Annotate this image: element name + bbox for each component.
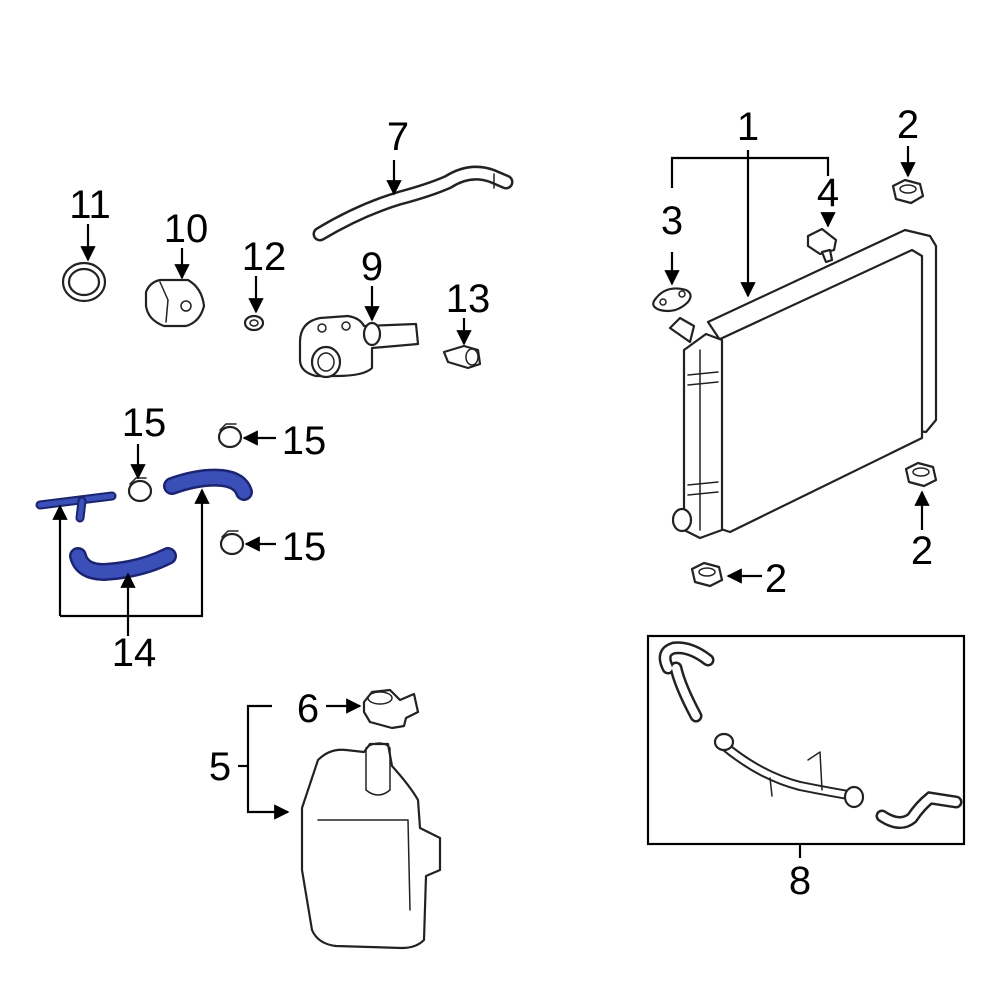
callout-13: 13 xyxy=(446,277,491,321)
callout-2-right: 2 xyxy=(911,529,933,573)
flange-gasket[interactable] xyxy=(652,287,692,313)
callout-15-top: 15 xyxy=(282,419,327,463)
clamp-top[interactable] xyxy=(217,423,243,449)
callout-9: 9 xyxy=(361,245,383,289)
callout-4: 4 xyxy=(817,171,839,215)
radiator[interactable] xyxy=(668,228,938,540)
nut-top[interactable] xyxy=(891,178,925,205)
nut-bottom[interactable] xyxy=(690,561,724,588)
callout-1: 1 xyxy=(737,105,759,149)
callout-7: 7 xyxy=(387,115,409,159)
reservoir-cap[interactable] xyxy=(362,688,420,730)
callout-11: 11 xyxy=(69,183,111,227)
o-ring[interactable] xyxy=(61,261,107,303)
clamp-left[interactable] xyxy=(127,477,153,503)
callout-2-top: 2 xyxy=(897,103,919,147)
callout-15-bottom: 15 xyxy=(282,525,327,569)
callout-14: 14 xyxy=(112,631,157,675)
callout-2-bottom: 2 xyxy=(765,557,787,601)
callout-3: 3 xyxy=(661,199,683,243)
callout-6: 6 xyxy=(297,687,319,731)
callout-12: 12 xyxy=(242,235,287,279)
callout-15-left: 15 xyxy=(122,401,167,445)
hose-kit[interactable] xyxy=(646,634,966,846)
coolant-reservoir[interactable] xyxy=(300,742,442,950)
callout-8: 8 xyxy=(789,859,811,903)
temperature-sensor[interactable] xyxy=(442,344,482,370)
heater-hose-upper[interactable] xyxy=(163,468,253,501)
thermostat-housing[interactable] xyxy=(298,314,420,379)
drain-valve[interactable] xyxy=(806,227,838,264)
upper-hose[interactable] xyxy=(312,165,514,242)
callout-10: 10 xyxy=(164,207,209,251)
callout-labels: 1 2 2 2 3 4 5 6 7 8 9 10 11 12 13 14 15 … xyxy=(69,103,933,903)
washer[interactable] xyxy=(243,314,265,332)
heater-hose-lower[interactable] xyxy=(69,547,177,581)
clamp-bottom[interactable] xyxy=(219,530,245,556)
thermostat[interactable] xyxy=(144,278,206,328)
heater-tee-hose[interactable] xyxy=(35,491,117,523)
leader-lines xyxy=(52,146,930,858)
callout-5: 5 xyxy=(209,745,231,789)
nut-right[interactable] xyxy=(904,461,938,488)
